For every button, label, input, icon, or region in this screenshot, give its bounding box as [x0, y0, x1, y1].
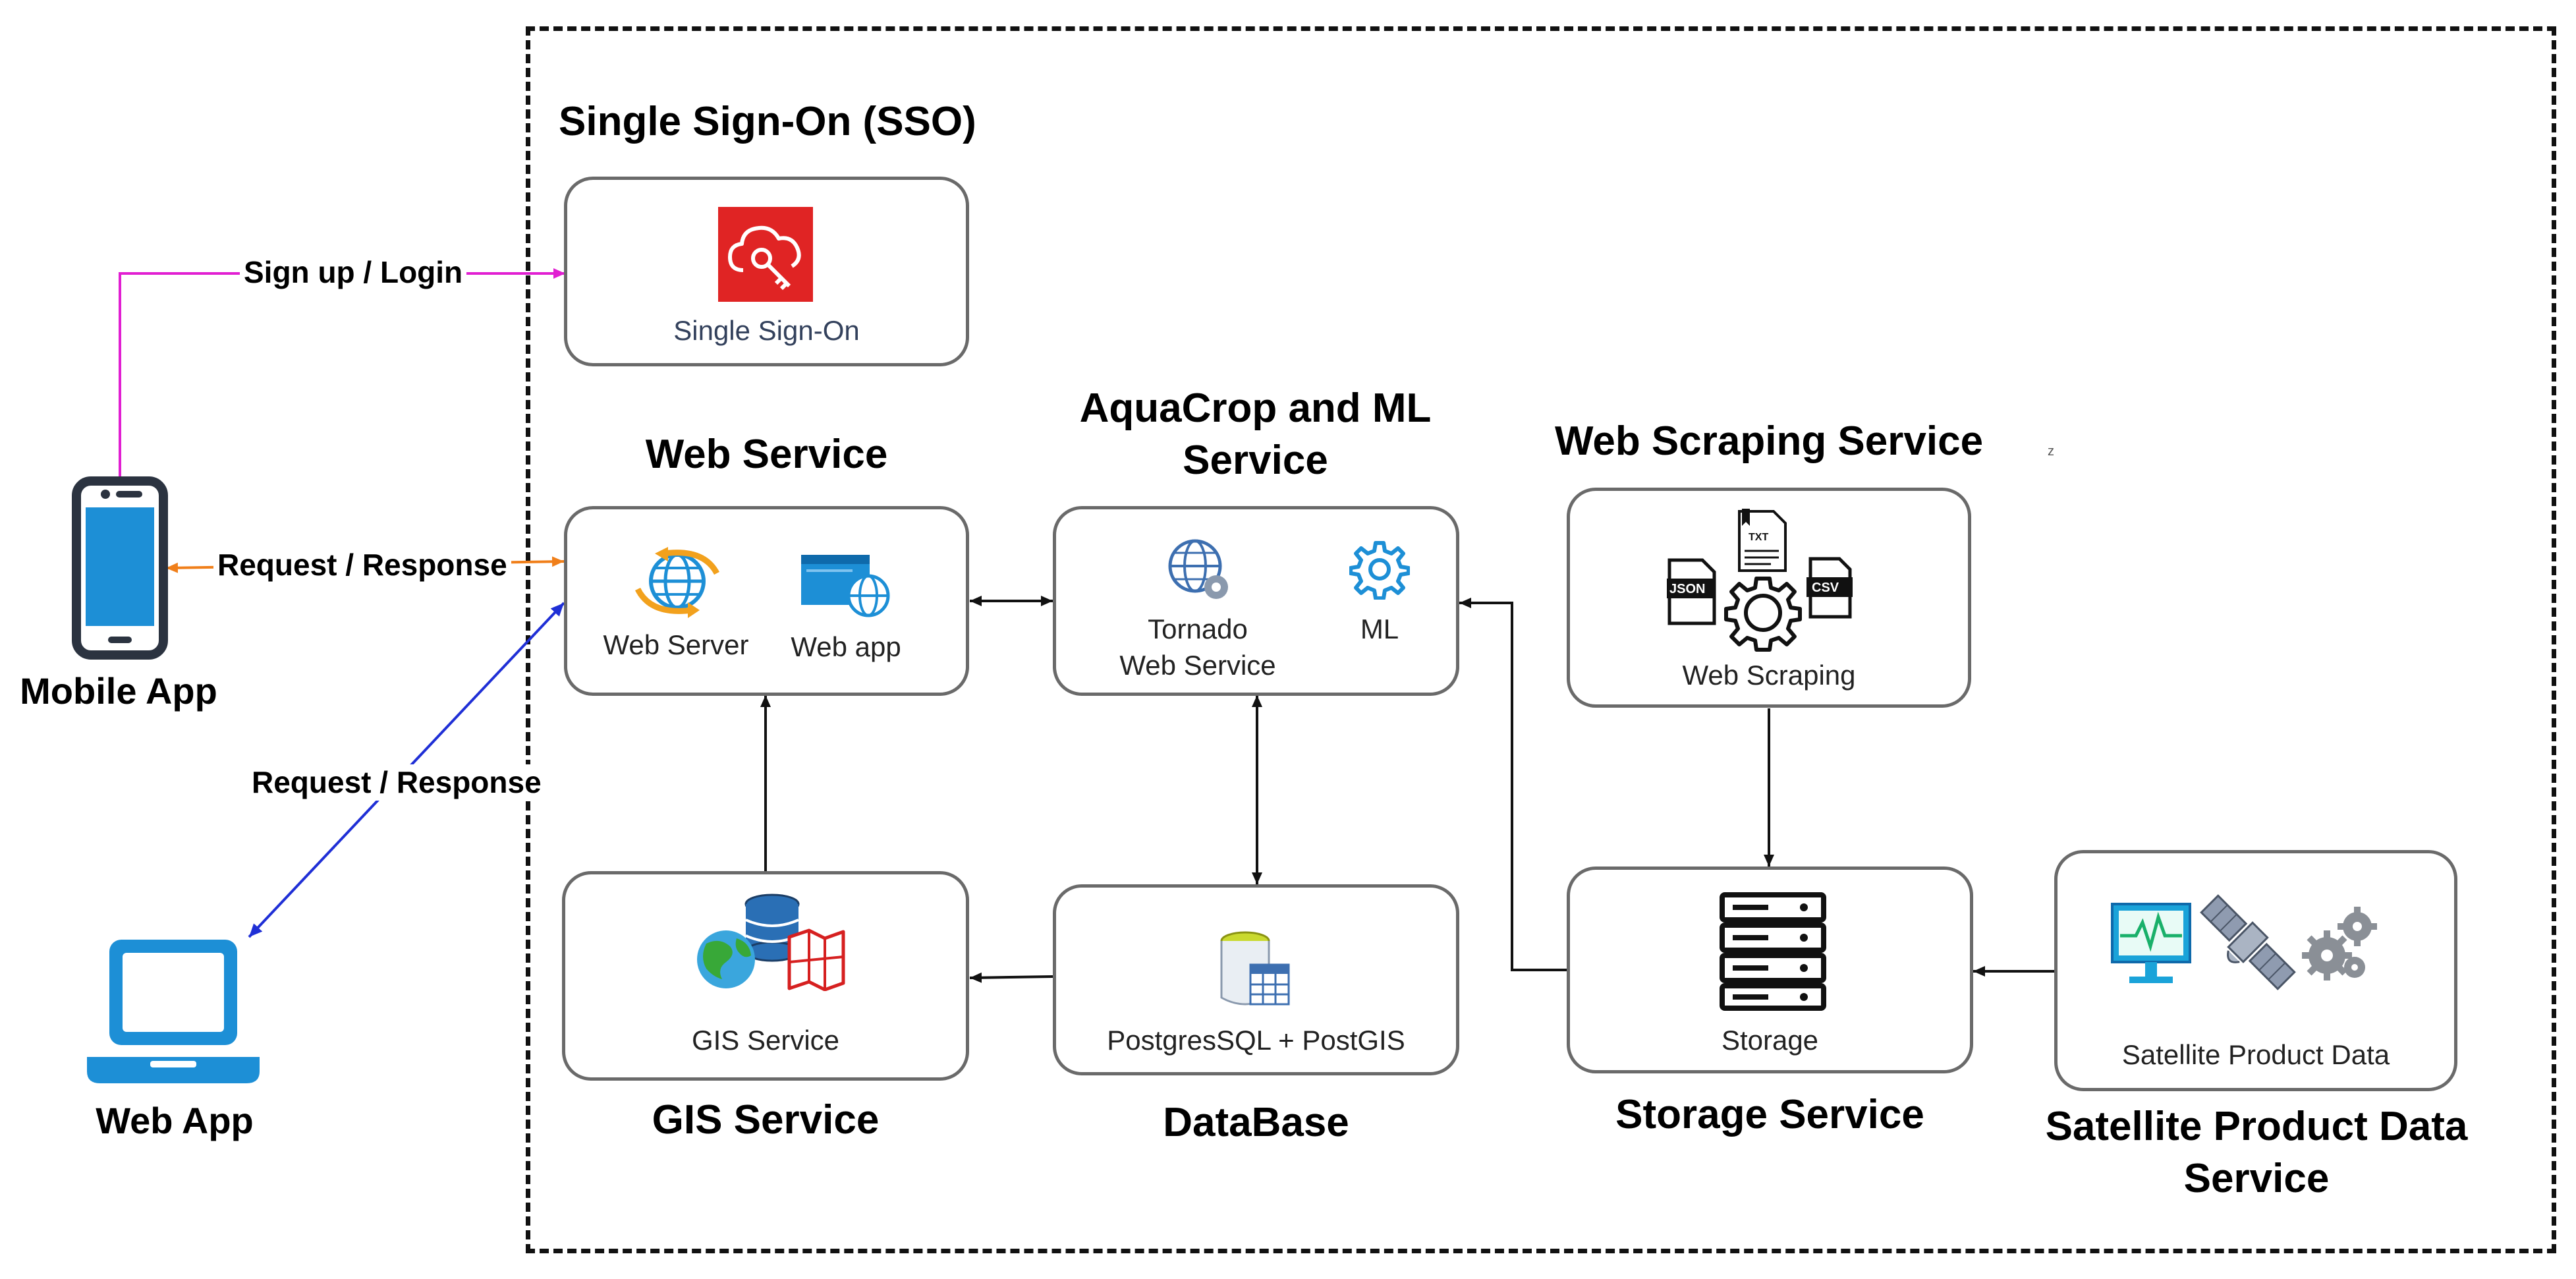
database-title: DataBase	[1163, 1100, 1349, 1145]
web-scraping-icons: TXT JSON CSV	[1666, 507, 1863, 652]
boundary-title: Single Sign-On (SSO)	[559, 99, 976, 144]
gears-icon	[2302, 907, 2377, 981]
storage-item-label: Storage	[1721, 1025, 1819, 1056]
database-item-label: PostgresSQL + PostGIS	[1107, 1025, 1405, 1056]
satellite-item-label: Satellite Product Data	[2121, 1039, 2390, 1070]
globe-sync-icon	[631, 547, 723, 619]
browser-window-globe-icon	[798, 552, 891, 618]
satellite-icons	[2110, 890, 2399, 995]
globe-database-map-icon	[693, 891, 846, 991]
json-file-icon: JSON	[1667, 558, 1716, 625]
csv-file-icon: CSV	[1806, 557, 1853, 619]
satellite-box	[2054, 850, 2457, 1091]
smartphone-icon	[71, 476, 169, 660]
csv-tag: CSV	[1812, 581, 1839, 595]
satellite-icon	[2200, 894, 2296, 990]
aquacrop-ml-title-line2: Service	[1183, 438, 1328, 484]
edge-signup-login	[119, 268, 565, 484]
gear-icon	[1349, 539, 1410, 600]
tornado-label-line2: Web Service	[1119, 649, 1276, 681]
web-server-label: Web Server	[603, 629, 749, 660]
cloud-key-icon	[718, 207, 813, 302]
ml-label: ML	[1360, 613, 1399, 644]
web-app-label: Web App	[96, 1100, 254, 1141]
satellite-title-line2: Service	[2183, 1156, 2330, 1202]
aquacrop-ml-title: AquaCrop and ML Service	[1053, 382, 1458, 487]
edge-label-mobile-request: Request / Response	[213, 547, 511, 584]
tornado-web-service-label: Tornado Web Service	[1099, 611, 1297, 683]
storage-service-title: Storage Service	[1615, 1092, 1924, 1137]
txt-file-icon: TXT	[1738, 509, 1787, 572]
edge-label-signup: Sign up / Login	[240, 254, 467, 291]
stray-mark: z	[2048, 444, 2054, 459]
mobile-app-label: Mobile App	[20, 670, 217, 712]
txt-tag: TXT	[1749, 532, 1768, 543]
tornado-label-line1: Tornado	[1148, 613, 1248, 644]
sso-item-label: Single Sign-On	[673, 315, 860, 346]
globe-gear-icon	[1166, 537, 1232, 603]
web-service-title: Web Service	[645, 432, 888, 477]
web-scraping-title: Web Scraping Service	[1554, 418, 1984, 464]
json-tag: JSON	[1669, 582, 1705, 596]
gear-icon	[1724, 577, 1802, 652]
aquacrop-ml-title-line1: AquaCrop and ML	[1079, 385, 1432, 431]
monitor-chart-icon	[2111, 903, 2191, 983]
web-scraping-label: Web Scraping	[1682, 660, 1856, 691]
gis-service-title: GIS Service	[652, 1097, 880, 1143]
edge-label-web-request: Request / Response	[248, 764, 546, 801]
database-table-icon	[1218, 929, 1291, 1012]
aquacrop-ml-box	[1053, 506, 1459, 696]
web-service-box	[564, 506, 969, 696]
web-app-item-label: Web app	[791, 631, 901, 662]
server-rack-icon	[1718, 891, 1828, 1011]
gis-service-item-label: GIS Service	[691, 1025, 840, 1056]
satellite-title-line1: Satellite Product Data	[2045, 1104, 2468, 1149]
laptop-icon	[84, 936, 262, 1091]
satellite-service-title: Satellite Product Data Service	[1996, 1100, 2517, 1205]
